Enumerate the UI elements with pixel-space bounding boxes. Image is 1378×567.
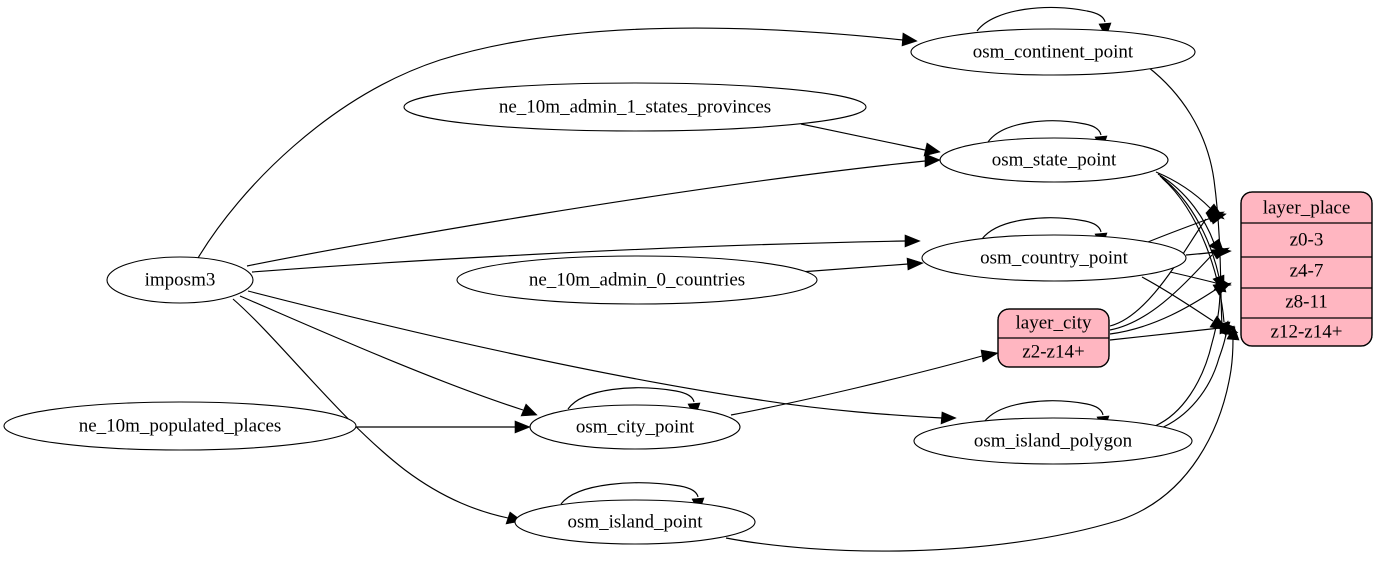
- edge-osm_island_polygon-to-layer_place-z12: [1158, 320, 1233, 430]
- record-layer: layer_place z0-3 z4-7 z8-11 z12-z14+ lay…: [997, 191, 1373, 368]
- edge-imposm3-to-osm_state_point: [246, 153, 941, 267]
- node-label-osm-island-polygon: osm_island_polygon: [974, 430, 1133, 451]
- node-osm_state_point[interactable]: osm_state_point: [939, 137, 1169, 183]
- node-label-ne-countries: ne_10m_admin_0_countries: [529, 269, 745, 290]
- node-label-imposm3: imposm3: [145, 269, 216, 290]
- record-row-layer_place-z0-3[interactable]: z0-3: [1290, 229, 1324, 250]
- record-node-layer_place[interactable]: layer_place z0-3 z4-7 z8-11 z12-z14+: [1240, 191, 1373, 347]
- record-row-layer_city-z2-z14[interactable]: z2-z14+: [1022, 341, 1084, 362]
- record-title-layer_city: layer_city: [1016, 312, 1092, 333]
- edge-layer_city-to-layer_place-z4: [1109, 247, 1230, 331]
- node-label-osm-city-point: osm_city_point: [576, 416, 695, 437]
- node-osm_continent_point[interactable]: osm_continent_point: [910, 28, 1196, 76]
- edge-layer: [197, 6, 1240, 552]
- record-border-layer_place: [1240, 191, 1373, 347]
- node-osm_island_point[interactable]: osm_island_point: [514, 499, 756, 545]
- record-title-layer_place: layer_place: [1263, 197, 1351, 218]
- node-label-ne-states: ne_10m_admin_1_states_provinces: [499, 96, 771, 117]
- edge-imposm3-to-osm_continent_point: [197, 27, 918, 259]
- record-row-layer_place-z12-z14[interactable]: z12-z14+: [1271, 321, 1343, 342]
- edge-osm_island_point-to-layer_place-z12: [725, 325, 1240, 552]
- node-label-osm-state-point: osm_state_point: [992, 149, 1117, 170]
- node-label-osm-island-point: osm_island_point: [567, 511, 703, 532]
- node-osm_island_polygon[interactable]: osm_island_polygon: [913, 417, 1193, 465]
- record-node-layer_city[interactable]: layer_city z2-z14+: [997, 308, 1110, 368]
- node-label-osm-country-point: osm_country_point: [980, 247, 1128, 268]
- edge-imposm3-to-osm_country_point: [251, 234, 921, 273]
- node-osm_country_point[interactable]: osm_country_point: [921, 234, 1187, 282]
- node-ne_10m_admin_0_countries[interactable]: ne_10m_admin_0_countries: [456, 255, 818, 305]
- record-row-layer_place-z8-11[interactable]: z8-11: [1285, 291, 1328, 312]
- edge-ne_countries-to-osm_country_point: [799, 257, 924, 273]
- node-layer: imposm3 ne_10m_admin_1_states_provinces …: [3, 28, 1196, 545]
- edge-ne_populated-to-osm_city_point: [356, 420, 531, 434]
- node-ne_10m_populated_places[interactable]: ne_10m_populated_places: [3, 401, 357, 451]
- edge-osm_city_point-to-layer_city: [730, 349, 999, 416]
- node-osm_city_point[interactable]: osm_city_point: [529, 404, 741, 450]
- node-label-ne-populated: ne_10m_populated_places: [79, 415, 282, 436]
- record-row-layer_place-z4-7[interactable]: z4-7: [1290, 260, 1324, 281]
- edge-imposm3-to-osm_city_point: [239, 295, 538, 417]
- node-label-osm-continent-point: osm_continent_point: [973, 41, 1134, 62]
- edge-osm_continent_point-to-layer_place-z12: [1147, 66, 1239, 334]
- edge-imposm3-to-osm_island_polygon: [247, 290, 957, 425]
- edge-layer_city-to-layer_place-z0: [1109, 211, 1225, 327]
- edge-ne_states-to-osm_state_point: [800, 123, 941, 157]
- node-ne_10m_admin_1_states_provinces[interactable]: ne_10m_admin_1_states_provinces: [403, 82, 867, 132]
- edge-osm_island_polygon-to-layer_place-z8: [1154, 277, 1227, 427]
- node-imposm3[interactable]: imposm3: [106, 256, 254, 304]
- record-border-layer_city: [997, 308, 1110, 368]
